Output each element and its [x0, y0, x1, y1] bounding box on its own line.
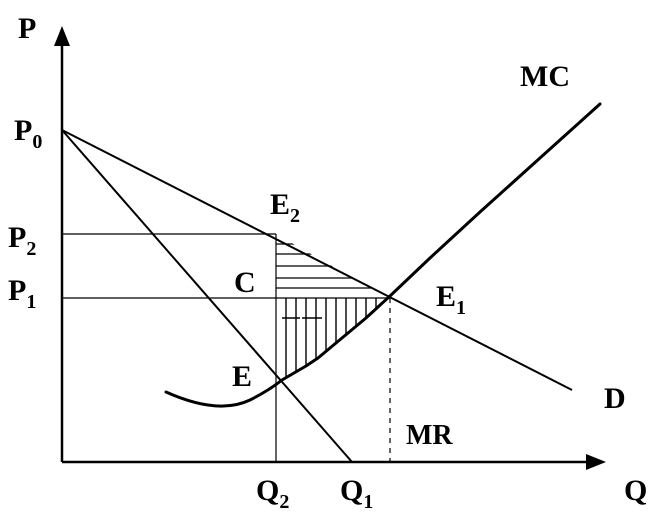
e2-label: E2 — [270, 188, 300, 227]
y-axis-label: P — [18, 12, 36, 45]
x-axis-label: Q — [624, 474, 647, 507]
p2-label: P2 — [8, 221, 36, 260]
marginal-revenue-curve — [61, 129, 353, 463]
e1-label: E1 — [436, 280, 466, 319]
p1-label: P1 — [8, 274, 36, 313]
upper-hatch-area — [276, 243, 388, 289]
e-label: E — [232, 360, 252, 393]
p0-label: P0 — [14, 114, 42, 153]
x-axis-arrow-icon — [586, 454, 606, 470]
q2-label: Q2 — [256, 474, 289, 513]
y-axis-arrow-icon — [54, 26, 70, 46]
mr-label: MR — [406, 420, 453, 451]
c-label: C — [234, 266, 256, 299]
q1-label: Q1 — [340, 474, 373, 513]
d-label: D — [604, 382, 626, 415]
marginal-cost-curve — [164, 102, 602, 408]
demand-curve — [61, 129, 573, 391]
mc-label: MC — [520, 60, 570, 93]
